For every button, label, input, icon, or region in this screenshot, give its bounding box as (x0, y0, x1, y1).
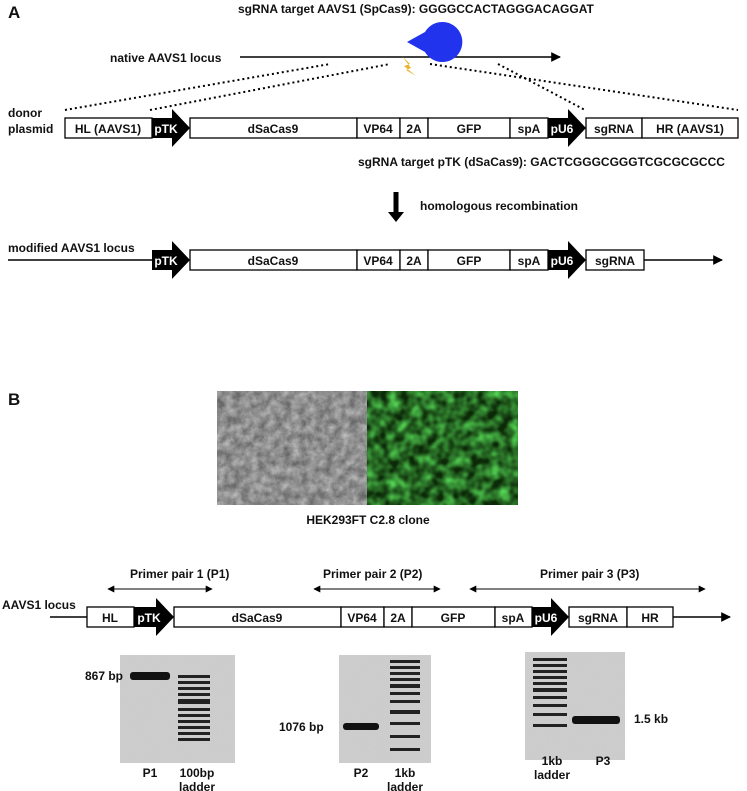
brightfield-micrograph (217, 391, 367, 505)
homology-line-hr-inner (497, 63, 586, 111)
gel2-p2-band (343, 723, 379, 730)
aavs1-locus-label: AAVS1 locus (2, 598, 76, 612)
gel1-band-size: 867 bp (85, 669, 123, 683)
segment-vp64-label: VP64 (363, 122, 393, 136)
b-segment-2a-label: 2A (390, 611, 406, 625)
mod-segment-vp64-label: VP64 (363, 254, 393, 268)
gfp-fluorescence-micrograph (367, 391, 518, 505)
mod-segment-spa-label: spA (518, 254, 541, 268)
gel2-lane-ladder-1: 1kb (395, 766, 416, 780)
gel2-ladder-bands (390, 660, 420, 751)
b-promoter-ptk-arrow (134, 598, 174, 636)
promoter-pu6-arrow (548, 109, 586, 147)
mod-promoter-ptk-arrow (152, 241, 190, 279)
cleavage-lightning-icon (402, 56, 416, 76)
clone-caption: HEK293FT C2.8 clone (306, 513, 430, 527)
segment-hl-aavs1-label: HL (AAVS1) (75, 122, 141, 136)
segment-hr-aavs1 (641, 117, 739, 139)
sgrna-target-aavs1-label: sgRNA target AAVS1 (SpCas9): GGGGCCACTAG… (238, 2, 594, 16)
promoter-ptk-arrow (152, 109, 190, 147)
gel3-ladder-bands (533, 658, 567, 727)
mod-promoter-pu6-label: pU6 (551, 254, 574, 268)
segment-dsacas9-label: dSaCas9 (248, 122, 299, 136)
promoter-pu6-label: pU6 (551, 122, 574, 136)
b-segment-spa-label: spA (502, 611, 525, 625)
gel-image-p2 (339, 655, 431, 763)
b-segment-sgrna-label: sgRNA (578, 611, 618, 625)
donor-plasmid-construct: HL (AAVS1) pTK dSaCas9 VP64 2A GFP spA p… (64, 109, 739, 147)
modified-locus-construct: pTK dSaCas9 VP64 2A GFP spA pU6 sgRNA (152, 241, 645, 279)
b-promoter-pu6-label: pU6 (535, 611, 558, 625)
b-segment-vp64-label: VP64 (347, 611, 377, 625)
gel1-lane-ladder-1: 100bp (180, 766, 215, 780)
mod-segment-gfp-label: GFP (457, 254, 482, 268)
modified-locus-label: modified AAVS1 locus (8, 241, 135, 255)
sgrna-target-ptk-label: sgRNA target pTK (dSaCas9): GACTCGGGCGGG… (358, 155, 725, 169)
gel3-lane-p3: P3 (596, 754, 611, 768)
donor-label-1: donor (8, 106, 42, 120)
promoter-ptk-label: pTK (154, 122, 178, 136)
primer-pair-3-label: Primer pair 3 (P3) (540, 567, 639, 581)
primer-pair-1-label: Primer pair 1 (P1) (130, 567, 229, 581)
b-segment-hl-label: HL (102, 611, 118, 625)
gel2-lane-ladder-2: ladder (387, 780, 423, 791)
gel2-band-size: 1076 bp (279, 720, 324, 734)
segment-hr-aavs1-label: HR (AAVS1) (656, 122, 724, 136)
homology-line-hl-inner (149, 63, 391, 111)
segment-sgrna-label: sgRNA (594, 122, 634, 136)
gel-image-p3 (525, 652, 625, 760)
gel3-band-size: 1.5 kb (634, 712, 668, 726)
gel-image-p1 (120, 655, 235, 763)
mod-promoter-pu6-arrow (548, 241, 586, 279)
cas9-icon (407, 22, 463, 63)
b-promoter-pu6-arrow (532, 598, 569, 636)
gel3-lane-ladder-2: ladder (534, 768, 570, 782)
b-promoter-ptk-label: pTK (137, 611, 161, 625)
b-segment-dsacas9-label: dSaCas9 (232, 611, 283, 625)
panel-a-letter: A (8, 3, 20, 22)
homology-line-hl-outer (64, 63, 331, 111)
gel1-ladder-bands (178, 675, 210, 741)
mod-promoter-ptk-label: pTK (154, 254, 178, 268)
gel3-lane-ladder-1: 1kb (542, 754, 563, 768)
gel3-p3-band (572, 716, 620, 724)
panel-b-letter: B (8, 390, 20, 409)
gel1-lane-ladder-2: ladder (179, 780, 215, 791)
homology-line-hr-outer (429, 63, 739, 111)
locus-b-construct: HL pTK dSaCas9 VP64 2A GFP spA pU6 sgRNA… (86, 598, 674, 636)
segment-2a-label: 2A (406, 122, 422, 136)
gel1-p1-band (130, 672, 170, 680)
gel2-lane-p2: P2 (354, 766, 369, 780)
b-segment-gfp-label: GFP (441, 611, 466, 625)
segment-gfp-label: GFP (457, 122, 482, 136)
donor-label-2: plasmid (8, 122, 53, 136)
segment-spa-label: spA (518, 122, 541, 136)
mod-segment-2a-label: 2A (406, 254, 422, 268)
gel1-lane-p1: P1 (143, 766, 158, 780)
recombination-label: homologous recombination (420, 199, 578, 213)
mod-segment-sgrna-label: sgRNA (595, 254, 635, 268)
mod-segment-dsacas9-label: dSaCas9 (248, 254, 299, 268)
native-locus-label: native AAVS1 locus (110, 51, 222, 65)
b-segment-hr-label: HR (641, 611, 659, 625)
recombination-arrow-head (388, 212, 404, 222)
primer-pair-2-label: Primer pair 2 (P2) (323, 567, 422, 581)
